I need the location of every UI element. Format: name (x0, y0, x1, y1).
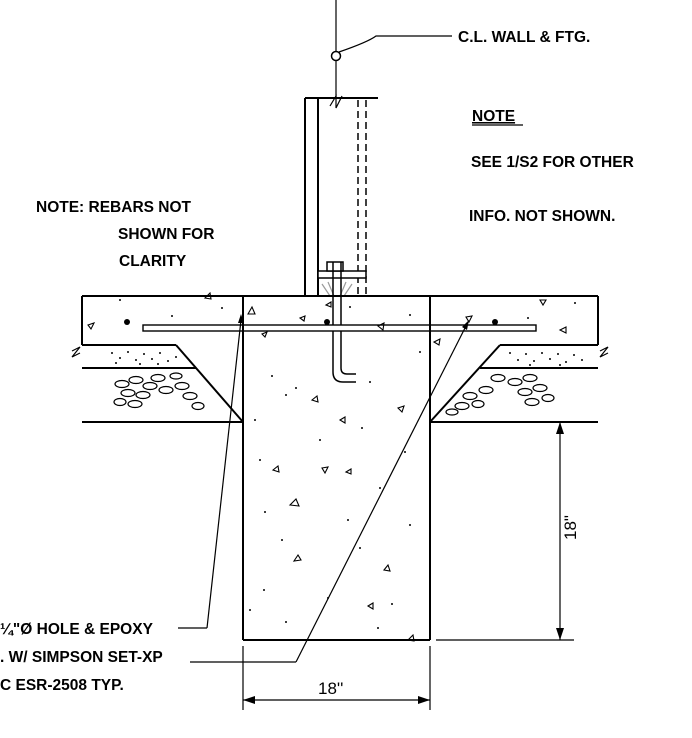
callout-line-2: . W/ SIMPSON SET-XP (0, 649, 163, 666)
centerline (330, 0, 452, 98)
rebar-note-line-1: NOTE: REBARS NOT (36, 199, 192, 216)
note-line-2: INFO. NOT SHOWN. (469, 208, 615, 225)
callout-line-3: C ESR-2508 TYP. (0, 677, 124, 694)
cl-wall-label: C.L. WALL & FTG. (458, 29, 590, 46)
slab (71, 295, 609, 358)
footing-depth-dimension: 18" (561, 515, 580, 540)
anchor-bolt (332, 262, 356, 383)
subgrade-layers (82, 344, 598, 423)
footing-width-dimension: 18'' (318, 679, 343, 698)
leader-lines (178, 314, 469, 663)
callout-line-1: ¼"Ø HOLE & EPOXY (0, 621, 154, 638)
dimension-lines (242, 421, 574, 710)
note-line-1: SEE 1/S2 FOR OTHER (471, 154, 634, 171)
footing (87, 291, 576, 642)
rebar-note-line-2: SHOWN FOR (118, 226, 214, 243)
note-heading: NOTE (472, 108, 515, 125)
rebar-note-line-3: CLARITY (119, 253, 187, 270)
